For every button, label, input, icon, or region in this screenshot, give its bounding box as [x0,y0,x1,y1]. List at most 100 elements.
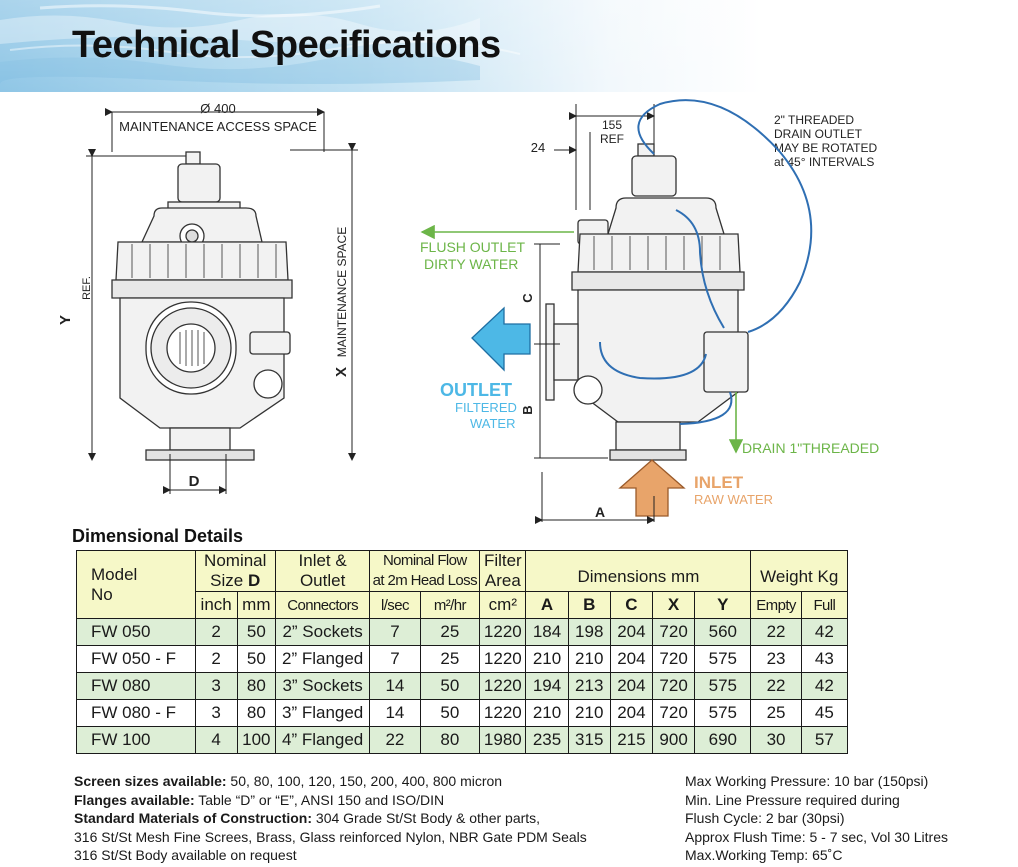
cell: 1220 [479,618,527,646]
cell-model: FW 080 [76,672,196,700]
drain-note-line-2: DRAIN OUTLET [774,127,863,141]
cell: 3” Flanged [274,699,371,727]
note-max-temp: Max.Working Temp: 65˚C [685,847,843,863]
cell: 204 [609,672,654,700]
cell: 198 [567,618,611,646]
note-max-pressure: Max Working Pressure: 10 bar (150psi) [685,773,929,789]
th-inlet-outlet: Inlet &Outlet [274,550,371,592]
drain-note-line-3: MAY BE ROTATED [774,141,877,155]
cell: 50 [419,699,481,727]
cell: 22 [750,618,802,646]
notes-right: Max Working Pressure: 10 bar (150psi) Mi… [685,772,1005,865]
cell: 43 [800,645,849,673]
front-view: Ø 400 MAINTENANCE ACCESS SPACE Y REF. X … [57,101,358,494]
outlet-title: OUTLET [440,380,512,400]
inlet-sub: RAW WATER [694,492,773,507]
note-flanges: Flanges available: Table “D” or “E”, ANS… [74,791,445,808]
cell: 215 [609,726,654,754]
cell: 50 [236,645,276,673]
front-top-dimension: Ø 400 [200,101,235,116]
cell: 22 [369,726,421,754]
inlet-arrow-icon [618,459,686,517]
note-materials-2: 316 St/St Mesh Fine Screes, Brass, Glass… [74,828,587,845]
th-weight: Weight Kg [750,550,848,592]
note-materials: Standard Materials of Construction: 304 … [74,810,541,826]
side-dim-155: 155 [602,118,622,132]
cell: 184 [525,618,569,646]
th-dimensions: Dimensions mm [525,550,752,592]
cell-model: FW 050 [76,618,196,646]
cell: 720 [651,618,696,646]
cell: 1980 [479,726,527,754]
cell: 25 [419,618,481,646]
note-flush-time: Approx Flush Time: 5 - 7 sec, Vol 30 Lit… [685,828,949,845]
cell: 1220 [479,699,527,727]
page-title: Technical Specifications [72,24,501,66]
cell: 25 [750,699,802,727]
cell: 42 [800,618,849,646]
cell: 204 [609,645,654,673]
drain-threaded-label: DRAIN 1"THREADED [742,440,879,456]
outlet-sub-1: FILTERED [455,400,517,415]
th-full: Full [800,591,849,619]
front-y-label: Y [57,315,74,325]
header-banner: Technical Specifications [0,0,1018,92]
cell: 7 [369,645,421,673]
cell: 2 [194,618,238,646]
cell: 315 [567,726,611,754]
th-b: B [567,591,611,619]
notes-left: Screen sizes available: 50, 80, 100, 120… [74,772,674,865]
cell: 50 [236,618,276,646]
th-mm: mm [236,591,276,619]
flush-outlet-line-1: FLUSH OUTLET [420,239,525,255]
cell: 210 [525,699,569,727]
cell: 720 [651,672,696,700]
th-inch: inch [194,591,238,619]
front-y-ref: REF. [81,276,93,300]
cell: 4 [194,726,238,754]
cell: 42 [800,672,849,700]
th-m2hr: m²/hr [419,591,481,619]
cell: 575 [694,672,752,700]
outlet-sub-2: WATER [470,416,516,431]
cell: 1220 [479,672,527,700]
cell: 80 [419,726,481,754]
cell: 235 [525,726,569,754]
technical-drawing: Ø 400 MAINTENANCE ACCESS SPACE Y REF. X … [57,99,879,524]
front-top-label: MAINTENANCE ACCESS SPACE [119,119,317,134]
front-x-label: X [333,367,350,377]
outlet-arrow-icon [471,306,531,372]
cell: 720 [651,645,696,673]
side-view: 155 REF 24 2" THREADED DRAIN OUTLET MAY … [420,99,879,524]
cell: 3” Sockets [274,672,371,700]
cell: 45 [800,699,849,727]
cell: 23 [750,645,802,673]
side-label-a: A [595,504,605,520]
cell: 575 [694,645,752,673]
th-cm2: cm² [479,591,527,619]
flush-outlet-line-2: DIRTY WATER [424,256,518,272]
drain-note-line-1: 2" THREADED [774,113,854,127]
cell: 2” Flanged [274,645,371,673]
cell: 900 [651,726,696,754]
drain-note-line-4: at 45° INTERVALS [774,155,874,169]
cell: 194 [525,672,569,700]
water-background [0,0,1018,92]
th-y: Y [694,591,752,619]
cell: 14 [369,699,421,727]
cell-model: FW 050 - F [76,645,196,673]
cell: 575 [694,699,752,727]
cell: 2” Sockets [274,618,371,646]
cell: 560 [694,618,752,646]
th-lsec: l/sec [369,591,421,619]
front-x-suffix: MAINTENANCE SPACE [335,227,349,357]
cell: 213 [567,672,611,700]
